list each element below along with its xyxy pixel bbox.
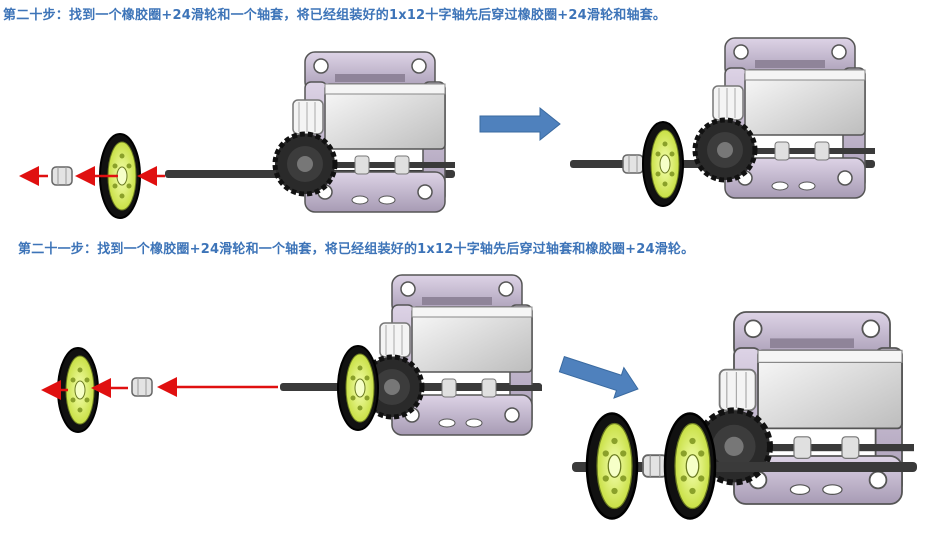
- axle-bushing: [132, 378, 152, 396]
- motor-frame-assembly: [695, 38, 875, 198]
- motor-frame-assembly: [275, 52, 455, 212]
- step20-before: [24, 52, 455, 218]
- axle-bushing: [52, 167, 72, 185]
- blue-result-arrow: [557, 349, 643, 404]
- pulley-wheel: [338, 346, 378, 430]
- pulley-wheel: [643, 122, 683, 206]
- blue-result-arrow: [480, 108, 560, 140]
- step21-before: [46, 275, 542, 435]
- motor-frame-assembly: [362, 275, 542, 435]
- step20-after: [570, 38, 875, 206]
- step21-after: [572, 312, 917, 519]
- axle-bushing: [623, 155, 643, 173]
